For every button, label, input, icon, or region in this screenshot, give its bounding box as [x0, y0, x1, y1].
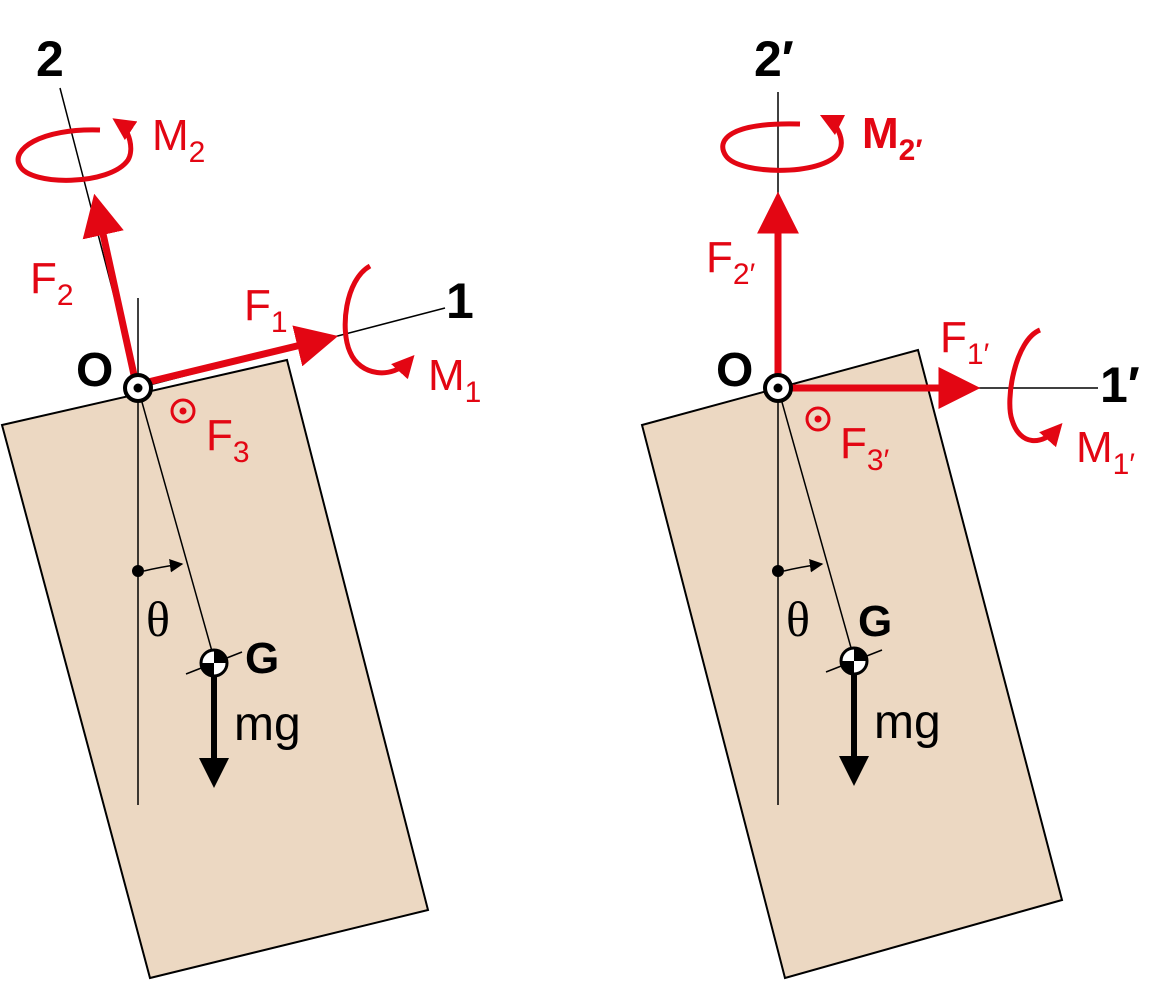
left-F1-label: F1	[244, 281, 288, 339]
left-F3-label: F3	[206, 411, 250, 469]
left-M1-label: M1	[428, 351, 481, 409]
left-F3-symbol	[170, 398, 196, 424]
right-center-label: G	[858, 597, 892, 646]
right-pivot-label: O	[716, 344, 753, 397]
left-center-label: G	[245, 634, 279, 683]
right-theta-dot	[772, 565, 784, 577]
right-theta-arrow	[783, 558, 824, 573]
left-weight-label: mg	[234, 698, 301, 751]
right-M2-label: M2′	[862, 109, 923, 167]
right-M2-moment	[720, 114, 846, 173]
left-axis-1-label: 1	[446, 273, 474, 329]
right-M1-moment	[1007, 327, 1063, 448]
right-F3-symbol	[805, 406, 831, 432]
left-M2-moment	[15, 118, 138, 183]
left-diagram: 2 1 O G θ mg F2 F1 F3 M2 M1	[0, 31, 481, 980]
right-body-axis	[777, 387, 856, 663]
right-axis-2-label: 2′	[754, 31, 794, 87]
left-M2-label: M2	[152, 111, 205, 169]
left-theta-dot	[132, 565, 144, 577]
right-diagram: 2′ 1′ O G θ mg F2′ F1′ F3′ M2′ M1′	[640, 31, 1140, 980]
right-theta-label: θ	[786, 591, 810, 647]
left-body-axis	[137, 387, 216, 663]
left-theta-arrow	[143, 558, 184, 573]
right-M1-label: M1′	[1076, 423, 1135, 481]
left-axis-2-label: 2	[36, 31, 64, 87]
right-axis-1-label: 1′	[1100, 357, 1140, 413]
left-F1-arrow	[143, 325, 339, 387]
left-F2-label: F2	[30, 254, 74, 312]
right-weight-label: mg	[874, 696, 941, 749]
left-theta-label: θ	[146, 591, 170, 647]
right-F3-label: F3′	[840, 419, 890, 477]
left-pivot-label: O	[76, 344, 113, 397]
right-F1-label: F1′	[940, 313, 990, 371]
right-F2-label: F2′	[706, 233, 756, 291]
left-M1-moment	[342, 263, 415, 380]
left-F2-arrow	[82, 193, 140, 385]
